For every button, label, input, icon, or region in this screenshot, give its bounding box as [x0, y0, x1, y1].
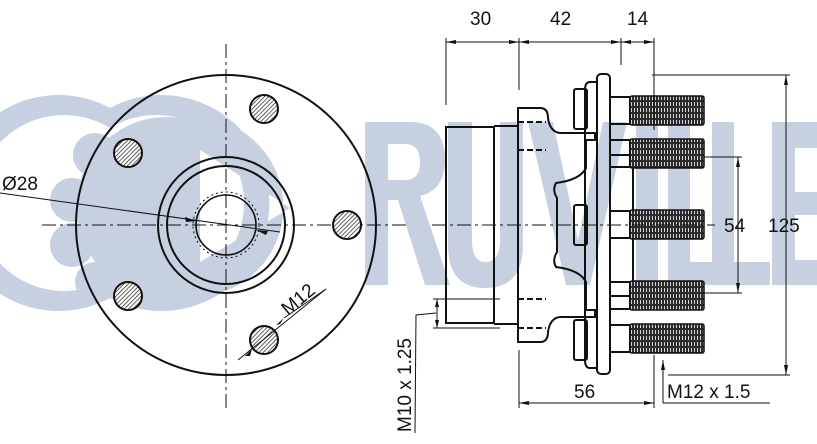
stud-thread-label: M12 x 1.5 — [667, 382, 750, 403]
front-view — [0, 44, 408, 410]
watermark — [0, 95, 817, 311]
bolt-hole-icon — [249, 94, 279, 124]
bolt-hole-icon — [113, 138, 143, 168]
side-view — [432, 73, 715, 375]
bore-diameter-label: Ø28 — [2, 174, 38, 195]
wheel-stud-icon — [629, 323, 705, 354]
splined-bore — [192, 191, 260, 259]
wheel-stud-icon — [629, 95, 705, 126]
arrow-icon — [256, 230, 268, 235]
bolt-holes — [113, 94, 362, 355]
dimension-label-42: 42 — [550, 9, 571, 30]
arrow-icon — [276, 318, 284, 325]
dimension-label-56: 56 — [574, 382, 595, 403]
watermark-letters — [365, 122, 817, 288]
bolt-thread-label: M12 — [278, 280, 320, 320]
dimension-label-54: 54 — [724, 216, 746, 237]
arrow-icon — [185, 217, 196, 222]
bolt-thread-leader — [237, 288, 327, 361]
hub-inner-ring — [166, 165, 286, 285]
arrow-icon — [245, 349, 252, 356]
dimension-label-14: 14 — [627, 9, 649, 30]
wheel-stud-icon — [629, 280, 705, 311]
bore-diameter-leader — [0, 192, 281, 233]
dimension-lines — [414, 38, 790, 434]
hub-outer-ring — [157, 156, 295, 294]
dimension-label-125: 125 — [768, 216, 800, 237]
bearing-housing — [517, 107, 596, 343]
bolt-hole-icon — [113, 281, 143, 311]
bolt-hole-icon — [249, 325, 279, 355]
bolt-hole-icon — [332, 210, 362, 240]
dimension-label-30: 30 — [470, 9, 491, 30]
wheel-studs — [609, 95, 705, 354]
flange-outline — [75, 74, 377, 376]
wheel-stud-icon — [629, 138, 705, 169]
spindle-thread-label: M10 x 1.25 — [395, 338, 416, 432]
